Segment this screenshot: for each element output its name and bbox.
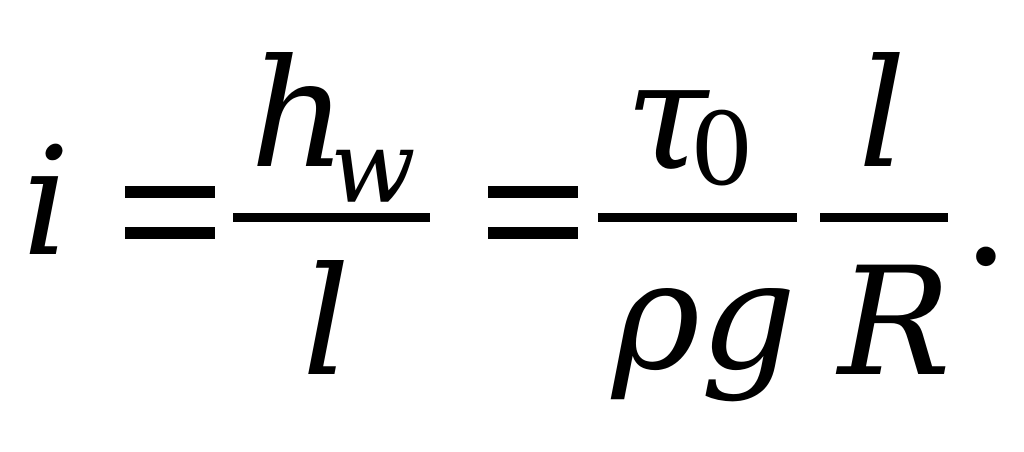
- lhs-variable-i: i: [22, 116, 70, 290]
- subscript-zero: 0: [690, 91, 754, 208]
- fraction-bar-2: [598, 213, 797, 222]
- numerator-tau: τ: [625, 30, 708, 204]
- terminating-period: .: [962, 126, 1010, 300]
- equals-sign-2-bottom-bar: [488, 227, 578, 239]
- fraction-bar-1: [233, 213, 430, 222]
- equals-sign-1-bottom-bar: [125, 227, 215, 239]
- equals-sign-2-top-bar: [488, 186, 578, 198]
- numerator-l: l: [858, 28, 906, 202]
- denominator-l: l: [302, 236, 350, 410]
- fraction-bar-3: [820, 213, 948, 222]
- numerator-h: h: [250, 28, 347, 202]
- denominator-rho-g: ρg: [612, 230, 797, 404]
- equals-sign-1-top-bar: [125, 186, 215, 198]
- denominator-r: R: [838, 236, 951, 410]
- subscript-w: w: [330, 109, 416, 226]
